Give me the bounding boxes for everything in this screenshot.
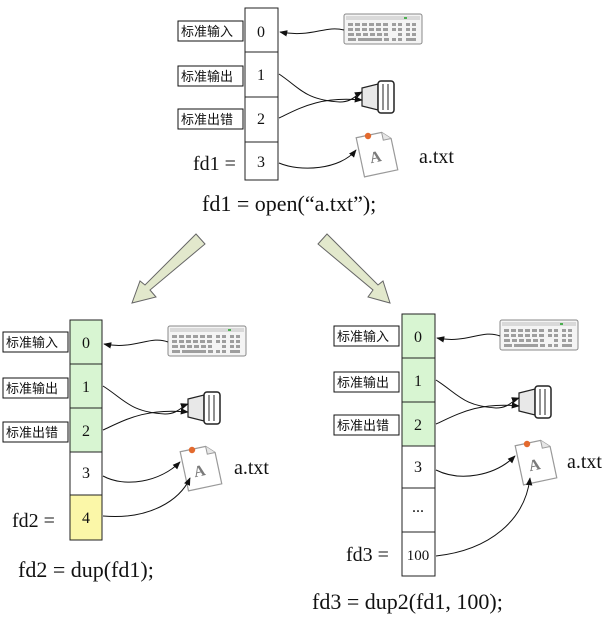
label-box-stdin — [2, 331, 69, 353]
fd-cell-1 — [69, 363, 103, 409]
fd-index-ellipsis: ... — [412, 499, 424, 516]
label-box-stdin — [177, 20, 244, 42]
fd100-to-file-arrow — [435, 477, 533, 557]
fd1-label: fd1 = — [193, 153, 236, 175]
fd-cell-3 — [69, 451, 103, 496]
label-box-stderr — [177, 108, 244, 130]
fd-cell-3 — [244, 141, 279, 181]
fd-cell-0 — [69, 319, 103, 365]
left-branch-arrow — [131, 233, 206, 304]
printer-icon — [518, 385, 552, 419]
fd-index-4: 4 — [82, 510, 90, 527]
printer-icon — [187, 391, 221, 425]
label-box-stdout — [2, 377, 69, 399]
fd-index-3: 3 — [82, 465, 90, 482]
label-stdout: 标准输出 — [181, 69, 233, 85]
keyboard-icon — [167, 325, 247, 357]
fd2-label: fd2 = — [12, 510, 55, 532]
label-stdin: 标准输入 — [337, 329, 389, 345]
label-stderr: 标准出错 — [181, 113, 233, 128]
label-stdin: 标准输入 — [6, 335, 58, 351]
fd-index-0: 0 — [414, 329, 422, 346]
keyboard-icon — [343, 13, 423, 45]
fd-index-3: 3 — [257, 154, 265, 171]
fd-index-2: 2 — [257, 111, 265, 128]
fd-index-1: 1 — [82, 379, 90, 396]
fd-cell-2 — [69, 407, 103, 453]
label-stderr: 标准出错 — [6, 426, 58, 441]
file-name: a.txt — [234, 457, 269, 479]
stderr-arrow — [435, 402, 520, 425]
fd4-to-file-arrow — [102, 477, 191, 518]
stderr-arrow — [278, 96, 363, 119]
stdin-arrow — [279, 28, 345, 37]
stdout-arrow — [278, 73, 363, 103]
fd3-to-file-arrow — [102, 461, 181, 483]
stdout-arrow — [435, 379, 520, 409]
label-stderr: 标准出错 — [337, 419, 389, 434]
fd-cell-0 — [244, 7, 279, 53]
fd-index-100: 100 — [407, 548, 430, 564]
fd-index-1: 1 — [257, 67, 265, 84]
label-stdout: 标准输出 — [337, 375, 389, 391]
document-icon — [355, 130, 399, 178]
open-call: fd1 = open(“a.txt”); — [202, 191, 376, 216]
fd-index-2: 2 — [414, 417, 422, 434]
stderr-arrow — [102, 408, 189, 431]
fd-index-0: 0 — [257, 24, 265, 41]
fd-cell-2 — [401, 401, 436, 447]
document-icon — [514, 438, 558, 486]
fd3-to-file-arrow — [435, 455, 516, 477]
stdout-arrow — [102, 385, 189, 415]
file-name: a.txt — [419, 146, 454, 168]
fd-cell-3 — [401, 445, 436, 489]
label-box-stderr — [2, 421, 69, 443]
dup-call: fd2 = dup(fd1); — [18, 557, 154, 582]
right-branch-arrow — [317, 233, 391, 304]
left-group: 标准输入 标准输出 标准出错 0 1 2 3 4 fd2 = a.txt fd2… — [2, 319, 269, 582]
label-box-stderr — [333, 414, 400, 436]
label-box-stdout — [177, 65, 244, 87]
fd-index-0: 0 — [82, 335, 90, 352]
fd-cell-4 — [69, 494, 103, 541]
right-group: 标准输入 标准输出 标准出错 0 1 2 3 ... 100 fd3 = a.t… — [312, 313, 602, 614]
top-group: 标准输入 标准输出 标准出错 0 1 2 3 fd1 = a.txt fd1 =… — [177, 7, 454, 216]
fd-index-3: 3 — [414, 459, 422, 476]
fd-cell-100 — [401, 531, 436, 577]
stdin-arrow — [436, 333, 501, 343]
file-name: a.txt — [567, 451, 602, 473]
label-box-stdin — [333, 325, 400, 347]
keyboard-icon — [499, 319, 579, 351]
label-box-stdout — [333, 371, 400, 393]
printer-icon — [361, 80, 395, 114]
label-stdin: 标准输入 — [181, 24, 233, 40]
stdin-arrow — [103, 339, 169, 349]
label-stdout: 标准输出 — [6, 381, 58, 397]
dup2-call: fd3 = dup2(fd1, 100); — [312, 589, 503, 614]
fd-index-2: 2 — [82, 423, 90, 440]
fd-to-file-arrow — [278, 149, 357, 169]
fd-index-1: 1 — [414, 373, 422, 390]
fd3-label: fd3 = — [346, 544, 389, 566]
